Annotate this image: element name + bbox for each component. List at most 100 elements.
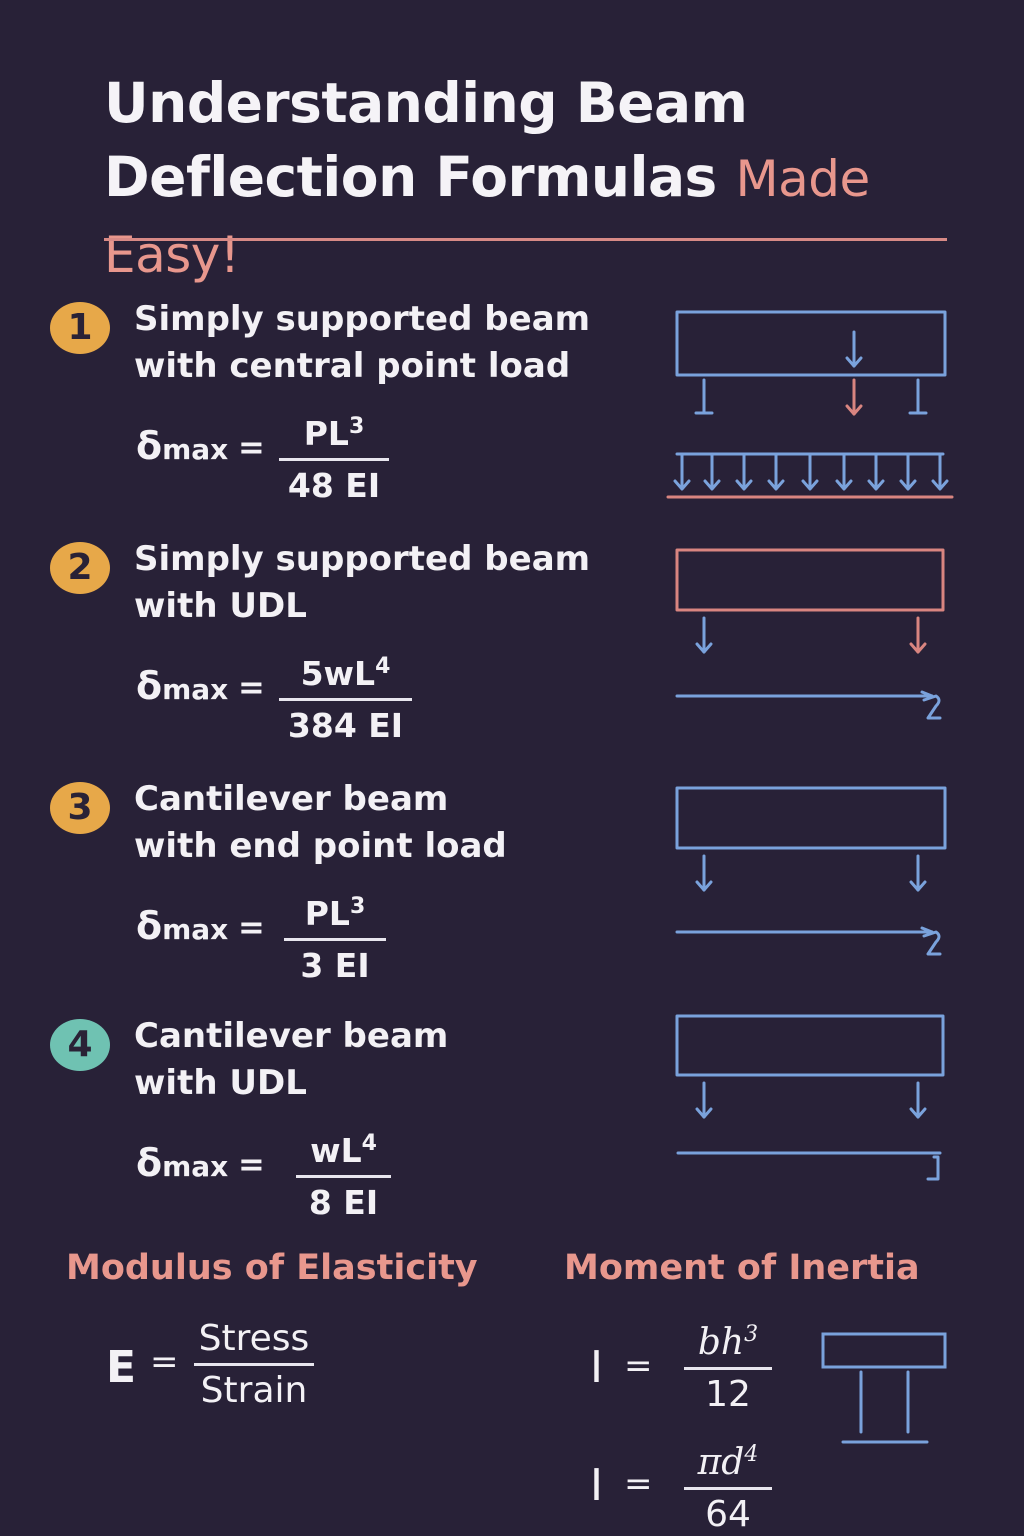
delta-symbol: δmax [136,424,228,468]
numerator: PL3 [284,886,386,935]
max-subscript: max [162,673,229,706]
fraction: PL3 3 EI [284,886,386,987]
numerator-base: πd [697,1442,745,1483]
cantilever-udl-diagram [675,1014,945,1181]
right-arrow [909,1081,927,1119]
fraction: πd4 64 [684,1434,772,1536]
numerator-base: wL [310,1131,362,1170]
delta-symbol: δmax [136,1141,228,1185]
section-3: 3 Cantilever beam with end point load δm… [0,776,1024,1016]
left-support [694,378,714,415]
numerator-exponent: 4 [744,1442,759,1467]
modulus-formula: E = Stress Strain [106,1318,346,1428]
fraction: PL3 48 EI [279,406,389,507]
equals-sign: = [238,668,265,706]
section-2: 2 Simply supported beam with UDL δmax = … [0,536,1024,776]
numerator: 5wL4 [279,646,412,695]
section-heading: Simply supported beam with UDL [134,536,654,630]
title-line-2: Deflection Formulas Made Easy! [104,140,984,292]
inertia-lhs: I [590,1342,603,1393]
modulus-heading: Modulus of Elasticity [66,1248,478,1288]
equals-sign: = [238,908,265,946]
inertia-heading: Moment of Inertia [564,1248,920,1288]
numerator-exponent: 3 [349,894,366,919]
equals-sign: = [624,1346,653,1386]
title-divider [104,238,947,241]
fraction-bar [279,458,389,461]
denominator: 3 EI [300,946,370,985]
deflection-formula: δmax = PL3 48 EI [136,406,436,526]
deflection-formula: δmax = wL4 8 EI [136,1123,436,1243]
deflection-line [676,1151,942,1181]
numerator-base: bh [697,1322,745,1363]
fraction-bar [194,1363,314,1366]
left-arrow [695,1081,713,1119]
delta-glyph: δ [136,424,163,468]
section-number-badge: 2 [50,542,110,594]
fraction-bar [684,1487,772,1490]
section-heading: Simply supported beam with central point… [134,296,654,390]
beam-outline [675,548,945,612]
fraction-bar [284,938,386,941]
left-arrow [695,616,713,654]
heading-line-1: Simply supported beam [134,299,591,339]
section-number-badge: 3 [50,782,110,834]
equals-sign: = [150,1342,179,1382]
flange-outline [821,1332,947,1369]
numerator-exponent: 4 [361,1131,377,1156]
equals-sign: = [238,428,265,466]
cantilever-point-load-diagram [675,786,947,956]
max-subscript: max [162,1150,229,1183]
denominator: Strain [200,1370,308,1411]
section-number-badge: 4 [50,1019,110,1071]
delta-glyph: δ [136,664,163,708]
denominator: 64 [705,1494,751,1535]
heading-line-2: with UDL [134,1063,307,1103]
fraction-bar [296,1175,391,1178]
title-line-2-main: Deflection Formulas [104,145,717,209]
denominator: 12 [705,1374,751,1415]
heading-line-1: Simply supported beam [134,539,591,579]
numerator: Stress [198,1318,310,1359]
deflection-line [675,690,942,720]
numerator-base: 5wL [300,654,376,693]
numerator: bh3 [684,1314,772,1364]
inertia-lhs: I [590,1460,603,1511]
right-arrow [909,616,927,654]
max-subscript: max [162,913,229,946]
numerator-base: PL [303,414,349,453]
heading-line-2: with central point load [134,346,571,386]
page-title: Understanding Beam Deflection Formulas M… [104,66,984,292]
delta-glyph: δ [136,1141,163,1185]
udl-arrows [673,452,949,491]
numerator-base: PL [304,894,350,933]
title-accent: Made Easy! [104,150,870,284]
right-support [908,378,928,415]
inertia-circle-formula: I = πd4 64 [590,1434,790,1536]
heading-line-2: with end point load [134,826,507,866]
max-subscript: max [162,433,229,466]
modulus-lhs: E [106,1342,137,1393]
section-number-badge: 1 [50,302,110,354]
inertia-rect-formula: I = bh3 12 [590,1314,790,1424]
section-4: 4 Cantilever beam with UDL δmax = wL4 8 … [0,1013,1024,1253]
fraction: wL4 8 EI [296,1123,391,1224]
denominator: 48 EI [287,466,381,505]
end-load-arrow [909,854,927,892]
fraction: bh3 12 [684,1314,772,1416]
reaction-arrow [845,378,863,416]
numerator-exponent: 4 [375,654,391,679]
delta-glyph: δ [136,904,163,948]
delta-symbol: δmax [136,904,228,948]
numerator-exponent: 3 [348,414,365,439]
fraction: Stress Strain [194,1318,314,1412]
fraction-bar [279,698,412,701]
beam-outline [675,1014,945,1077]
heading-line-1: Cantilever beam [134,1016,449,1056]
numerator-exponent: 3 [744,1322,759,1347]
numerator: πd4 [684,1434,772,1484]
section-heading: Cantilever beam with end point load [134,776,654,870]
deflection-line [675,926,942,956]
denominator: 384 EI [287,706,404,745]
heading-line-2: with UDL [134,586,307,626]
